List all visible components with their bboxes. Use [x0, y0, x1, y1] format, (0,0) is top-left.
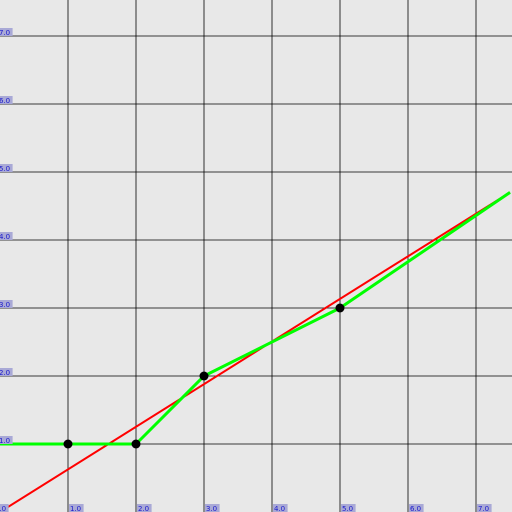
y-tick-label-text: 1.0	[0, 437, 10, 445]
x-tick-label-text: 6.0	[410, 505, 421, 512]
y-tick-label-bg	[0, 232, 13, 240]
x-tick-label-text: 2.0	[138, 505, 149, 512]
series-line-green	[0, 191, 511, 446]
y-tick-label-bg	[0, 28, 13, 36]
x-tick-label-bg	[477, 504, 492, 512]
y-tick-label: 2.0	[0, 368, 13, 377]
y-tick-label-text: 7.0	[0, 29, 10, 37]
markers-layer	[63, 303, 345, 449]
y-tick-label-text: 5.0	[0, 165, 10, 173]
data-point	[199, 371, 209, 381]
x-tick-label: 0.0	[0, 504, 9, 512]
y-tick-label: 6.0	[0, 96, 13, 105]
y-tick-label-bg	[0, 436, 13, 444]
x-tick-label: 2.0	[137, 504, 152, 512]
x-tick-label-bg	[409, 504, 424, 512]
x-tick-label: 5.0	[341, 504, 356, 512]
x-tick-label-text: 4.0	[274, 505, 285, 512]
x-tick-label-bg	[205, 504, 220, 512]
y-tick-label-text: 6.0	[0, 97, 10, 105]
y-tick-label-bg	[0, 368, 13, 376]
y-tick-label-text: 2.0	[0, 369, 10, 377]
x-tick-label: 6.0	[409, 504, 424, 512]
y-tick-label: 4.0	[0, 232, 13, 241]
x-tick-label-text: 1.0	[70, 505, 81, 512]
tick-labels: 0.0 1.0 2.0 3.0 4.0 5.0 6.0 7.0 1.0 2.0 3.0 4.0 5.0 6…	[0, 28, 492, 512]
y-tick-label: 7.0	[0, 28, 13, 37]
x-tick-label-text: 3.0	[206, 505, 217, 512]
y-tick-label-bg	[0, 164, 13, 172]
x-tick-label-bg	[341, 504, 356, 512]
y-tick-label-bg	[0, 300, 13, 308]
y-tick-label-bg	[0, 96, 13, 104]
x-tick-label: 3.0	[205, 504, 220, 512]
x-tick-label: 7.0	[477, 504, 492, 512]
data-point	[131, 439, 141, 449]
x-tick-label: 1.0	[69, 504, 84, 512]
x-tick-label-text: 5.0	[342, 505, 353, 512]
y-tick-label-text: 4.0	[0, 233, 10, 241]
series-line-red	[0, 191, 511, 512]
series-layer	[0, 191, 511, 512]
x-tick-label-bg	[0, 504, 9, 512]
x-tick-label-bg	[137, 504, 152, 512]
x-tick-label: 4.0	[273, 504, 288, 512]
x-tick-label-text: 7.0	[478, 505, 489, 512]
y-tick-label: 3.0	[0, 300, 13, 309]
y-tick-label: 5.0	[0, 164, 13, 173]
data-point	[335, 303, 345, 313]
x-tick-label-bg	[273, 504, 288, 512]
x-tick-label-text: 0.0	[0, 505, 6, 512]
data-point	[63, 439, 73, 449]
x-tick-label-bg	[69, 504, 84, 512]
y-tick-label: 1.0	[0, 436, 13, 445]
y-tick-label-text: 3.0	[0, 301, 10, 309]
